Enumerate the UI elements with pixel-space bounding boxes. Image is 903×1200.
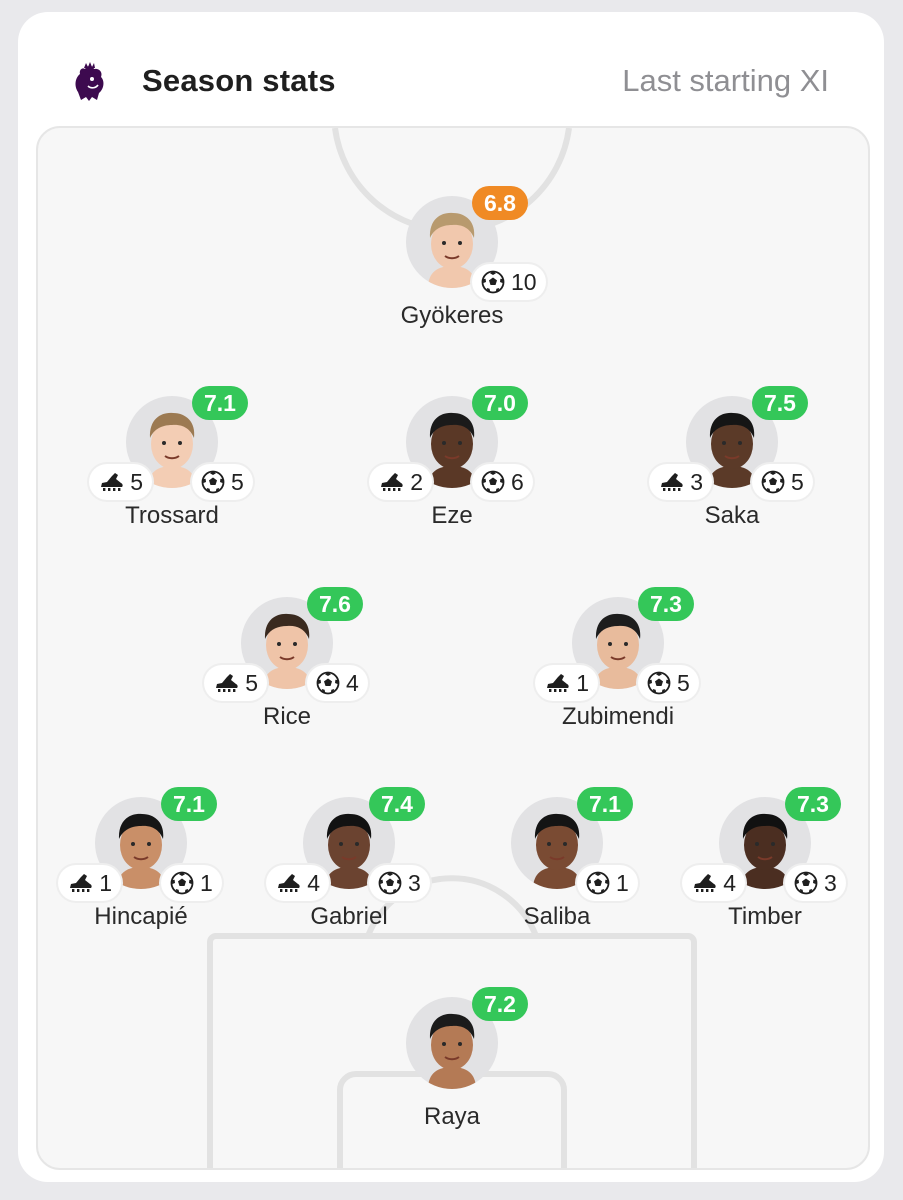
pitch-lines	[207, 128, 697, 1168]
assists-pill: 5	[89, 464, 152, 500]
goals-pill: 3	[785, 865, 846, 901]
assists-pill: 3	[649, 464, 712, 500]
boot-icon	[275, 873, 301, 893]
football-icon	[316, 671, 340, 695]
player-rating-badge: 7.6	[307, 587, 363, 621]
goals-count: 6	[511, 468, 524, 495]
player-rating-badge: 7.0	[472, 386, 528, 420]
player-rating-badge: 7.4	[369, 787, 425, 821]
goals-count: 4	[346, 669, 359, 696]
assists-count: 5	[130, 468, 143, 495]
goals-pill: 1	[161, 865, 222, 901]
player-name: Timber	[728, 903, 802, 930]
player-rating-badge: 6.8	[472, 186, 528, 220]
player-name: Saliba	[523, 903, 591, 930]
boot-icon	[658, 472, 684, 492]
goals-pill: 6	[472, 464, 533, 500]
boot-icon	[67, 873, 93, 893]
goals-count: 3	[408, 869, 421, 896]
goals-pill: 5	[752, 464, 813, 500]
goals-pill: 3	[369, 865, 430, 901]
football-icon	[586, 871, 610, 895]
football-icon	[481, 470, 505, 494]
boot-icon	[691, 873, 717, 893]
assists-count: 4	[723, 869, 736, 896]
assists-count: 1	[576, 669, 589, 696]
player-rating-badge: 7.2	[472, 987, 528, 1021]
player-name: Eze	[431, 502, 473, 529]
player-rating-badge: 7.1	[161, 787, 217, 821]
pitch	[36, 126, 870, 1170]
football-icon	[647, 671, 671, 695]
assists-pill: 2	[369, 464, 432, 500]
boot-icon	[378, 472, 404, 492]
last-starting-xi-link[interactable]: Last starting XI	[622, 63, 829, 98]
player-name: Gyökeres	[400, 302, 504, 329]
goals-count: 1	[200, 869, 213, 896]
player-name: Hincapié	[94, 903, 188, 930]
player-name: Gabriel	[310, 903, 388, 930]
goals-count: 3	[824, 869, 837, 896]
football-icon	[794, 871, 818, 895]
premier-league-lion-icon	[75, 62, 104, 101]
player-name: Trossard	[125, 502, 219, 529]
goals-pill: 5	[192, 464, 253, 500]
assists-pill: 1	[58, 865, 121, 901]
assists-count: 4	[307, 869, 320, 896]
goals-count: 5	[231, 468, 244, 495]
player-photo	[686, 396, 778, 488]
football-icon	[761, 470, 785, 494]
player-name: Raya	[423, 1103, 481, 1130]
goals-pill: 5	[638, 665, 699, 701]
goals-count: 10	[511, 268, 537, 295]
player-rating-badge: 7.1	[192, 386, 248, 420]
player-name: Saka	[704, 502, 760, 529]
assists-count: 1	[99, 869, 112, 896]
goals-pill: 10	[472, 264, 546, 300]
football-icon	[378, 871, 402, 895]
assists-pill: 5	[204, 665, 267, 701]
goals-count: 5	[791, 468, 804, 495]
goals-count: 5	[677, 669, 690, 696]
assists-count: 2	[410, 468, 423, 495]
player-rating-badge: 7.3	[638, 587, 694, 621]
football-icon	[170, 871, 194, 895]
player-name: Zubimendi	[561, 703, 675, 730]
assists-count: 5	[245, 669, 258, 696]
page-title: Season stats	[142, 63, 336, 98]
assists-pill: 4	[266, 865, 329, 901]
goals-count: 1	[616, 869, 629, 896]
player-name: Rice	[262, 703, 311, 730]
boot-icon	[213, 673, 239, 693]
football-icon	[481, 270, 505, 294]
assists-count: 3	[690, 468, 703, 495]
player-rating-badge: 7.5	[752, 386, 808, 420]
boot-icon	[544, 673, 570, 693]
boot-icon	[98, 472, 124, 492]
assists-pill: 4	[682, 865, 745, 901]
player-rating-badge: 7.1	[577, 787, 633, 821]
goals-pill: 1	[577, 865, 638, 901]
football-icon	[201, 470, 225, 494]
assists-pill: 1	[535, 665, 598, 701]
goals-pill: 4	[307, 665, 368, 701]
player-rating-badge: 7.3	[785, 787, 841, 821]
